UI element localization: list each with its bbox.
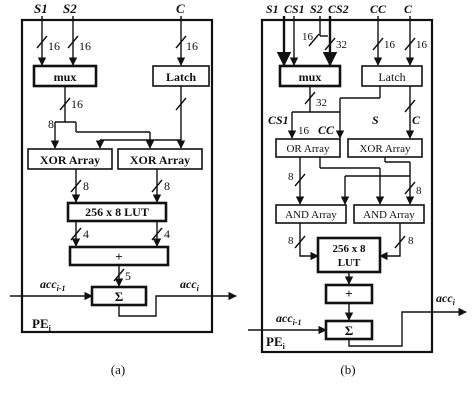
wire-and2-out-b xyxy=(379,223,401,261)
caption-a: (a) xyxy=(111,362,125,377)
acc-out-label-a: acci xyxy=(180,277,200,293)
width-or-in-b: 16 xyxy=(298,125,310,137)
input-cs2-b: CS2 xyxy=(328,2,349,16)
xor-array-2-a xyxy=(117,148,203,170)
sigma-label-a: Σ xyxy=(115,289,124,304)
pe-label-b: PEi xyxy=(266,334,286,351)
latch-label-b: Latch xyxy=(378,70,405,84)
sigma-label-b: Σ xyxy=(345,323,354,338)
caption-b: (b) xyxy=(340,362,355,377)
pe-label-a: PEi xyxy=(32,316,52,333)
lut-label-line1-b: 256 x 8 xyxy=(333,243,367,255)
width-in16-b: 16 xyxy=(302,31,314,43)
panel-b: S1 CS1 S2 CS2 CC C 16 32 16 16 mux Latch… xyxy=(248,2,467,377)
wire-and1-out-b xyxy=(299,223,319,261)
acc-out-label-b: acci xyxy=(436,291,456,307)
bus-slash-b4 xyxy=(404,37,416,51)
width-and1-out-b: 8 xyxy=(288,235,294,247)
width-adder-out-a: 5 xyxy=(125,269,131,283)
bus-slash-a7 xyxy=(151,179,163,193)
input-c-b: C xyxy=(404,2,413,16)
bus-slash-b2 xyxy=(324,37,336,51)
and-label-1-b: AND Array xyxy=(285,209,337,221)
bus-slash-b5 xyxy=(304,91,316,105)
latch-block-b xyxy=(361,65,423,87)
width-and2-out-b: 8 xyxy=(408,235,414,247)
bus-slash-a5 xyxy=(175,97,187,111)
bus-slash-b9 xyxy=(294,235,306,249)
input-s2-a: S2 xyxy=(63,1,77,16)
and-label-2-b: AND Array xyxy=(363,209,415,221)
xor-label-2-a: XOR Array xyxy=(130,153,190,167)
sig-s-b: S xyxy=(372,113,379,127)
width-cc-b: 16 xyxy=(384,39,396,51)
xor-label-1-a: XOR Array xyxy=(40,153,100,167)
width-lut-r-a: 4 xyxy=(164,227,170,241)
mux-label-a: mux xyxy=(54,70,77,84)
mux-label-b: mux xyxy=(299,70,322,84)
input-cc-b: CC xyxy=(370,2,387,16)
bus-slash-b10 xyxy=(394,235,406,249)
lut-block-a xyxy=(66,201,168,223)
width-xor-out-b: 8 xyxy=(416,185,422,197)
acc-in-label-a: acci-1 xyxy=(40,277,66,293)
wire-acc-out-b xyxy=(348,307,467,347)
input-cs1-b: CS1 xyxy=(284,2,305,16)
width-s1-a: 16 xyxy=(48,39,60,53)
width-mux-out-b: 32 xyxy=(316,97,327,109)
lut-label-a: 256 x 8 LUT xyxy=(85,205,149,219)
adder-label-a: + xyxy=(115,249,122,264)
bus-slash-a2 xyxy=(67,35,79,49)
input-c-a: C xyxy=(176,1,185,16)
bus-slash-a9 xyxy=(151,227,163,241)
width-split-a: 8 xyxy=(48,117,54,131)
and-array-1-b xyxy=(275,204,347,224)
bus-slash-a4 xyxy=(59,97,71,111)
bus-slash-a8 xyxy=(70,227,82,241)
bus-slash-b1 xyxy=(308,33,320,47)
bus-slash-b3 xyxy=(372,37,384,51)
bus-slash-b7 xyxy=(294,173,306,187)
and-array-2-b xyxy=(353,204,425,224)
sig-c-b: C xyxy=(412,113,421,127)
input-s2-b: S2 xyxy=(310,2,323,16)
width-xor2-out-a: 8 xyxy=(164,179,170,193)
acc-in-label-b: acci-1 xyxy=(276,311,302,327)
width-in32-b: 32 xyxy=(336,39,347,51)
bus-slash-a6 xyxy=(70,179,82,193)
input-s1-a: S1 xyxy=(34,1,48,16)
sig-cc-b: CC xyxy=(318,123,335,137)
sig-cs1-b: CS1 xyxy=(268,113,289,127)
bus-slash-b6 xyxy=(404,99,416,113)
width-or-out-b: 8 xyxy=(288,171,294,183)
latch-label-a: Latch xyxy=(166,70,196,84)
lut-label-line2-b: LUT xyxy=(338,257,361,269)
or-array-b xyxy=(275,138,341,158)
wire-acc-out-a xyxy=(118,291,237,317)
width-mux-out-a: 16 xyxy=(71,97,83,111)
bus-slash-b8 xyxy=(404,181,416,195)
xor-label-b: XOR Array xyxy=(359,143,411,155)
width-c-b: 16 xyxy=(416,39,428,51)
xor-array-1-a xyxy=(27,148,113,170)
bus-slash-a1 xyxy=(36,35,48,49)
width-s2-a: 16 xyxy=(79,39,91,53)
adder-label-b: + xyxy=(345,286,352,301)
width-lut-l-a: 4 xyxy=(83,227,89,241)
width-xor1-out-a: 8 xyxy=(83,179,89,193)
panel-a: S1 S2 C 16 16 16 mux Latch 16 8 xyxy=(10,1,237,377)
or-label-b: OR Array xyxy=(286,143,330,155)
lut-block-b xyxy=(316,236,382,274)
width-c-a: 16 xyxy=(186,39,198,53)
input-s1-b: S1 xyxy=(266,2,279,16)
bus-slash-a10 xyxy=(113,268,125,282)
bus-slash-a3 xyxy=(175,35,187,49)
